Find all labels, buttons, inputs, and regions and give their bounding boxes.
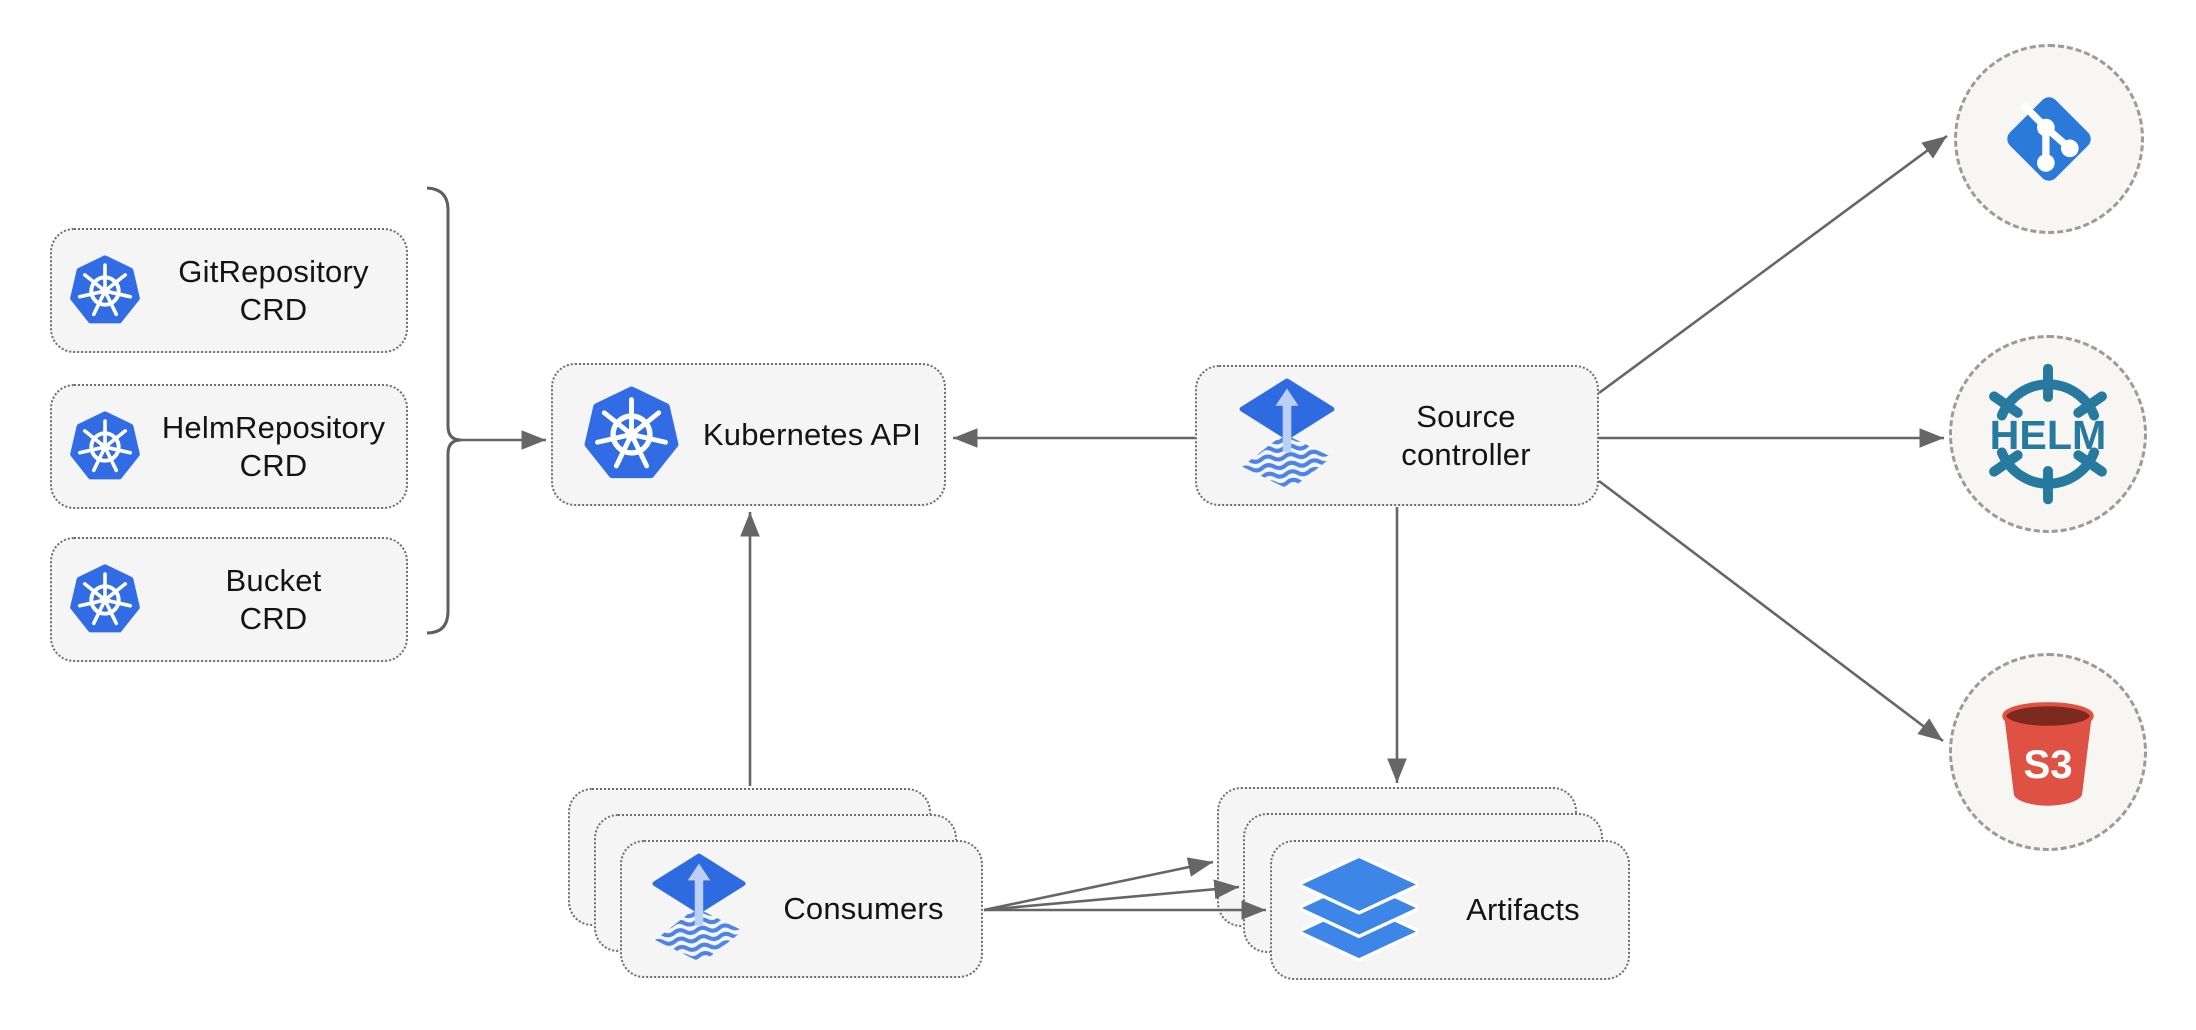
endpoint-git	[1954, 44, 2144, 234]
node-label-consumers: Consumers	[783, 891, 944, 926]
kubernetes-icon	[583, 386, 680, 483]
flux-icon	[652, 853, 746, 966]
s3-logo-text: S3	[2023, 742, 2072, 787]
endpoint-s3: S3	[1949, 653, 2147, 851]
flux-icon	[1239, 378, 1335, 493]
node-gitrepository-crd: GitRepository CRD	[50, 228, 408, 353]
helm-logo-text: HELM	[1990, 412, 2107, 458]
node-source-controller: Source controller	[1195, 365, 1599, 506]
arrow-consumers-to-artifacts-2	[983, 879, 1240, 912]
git-icon	[2007, 97, 2091, 181]
node-label-gitrepository-crd: GitRepository CRD	[178, 253, 369, 327]
node-label-artifacts: Artifacts	[1466, 892, 1580, 927]
crd-group-brace	[426, 186, 462, 635]
node-label-kubernetes-api: Kubernetes API	[702, 416, 922, 452]
node-kubernetes-api: Kubernetes API	[551, 363, 946, 506]
arrow-consumers-to-artifacts-1	[983, 857, 1214, 912]
kubernetes-icon	[69, 255, 141, 327]
s3-bucket-icon: S3	[2002, 702, 2094, 806]
node-consumers: Consumers	[620, 840, 983, 978]
helm-icon: HELM	[1989, 363, 2107, 505]
node-bucket-crd: Bucket CRD	[50, 537, 408, 662]
endpoint-helm: HELM	[1949, 335, 2147, 533]
node-label-source-controller: Source controller	[1401, 398, 1531, 472]
arrow-source-to-s3	[1598, 479, 1944, 743]
kubernetes-icon	[69, 564, 141, 636]
node-label-bucket-crd: Bucket CRD	[225, 562, 322, 636]
node-artifacts: Artifacts	[1270, 840, 1630, 980]
layers-icon	[1300, 858, 1418, 962]
node-helmrepository-crd: HelmRepository CRD	[50, 384, 408, 509]
kubernetes-icon	[69, 411, 141, 483]
arrow-source-to-git	[1598, 134, 1948, 395]
node-label-helmrepository-crd: HelmRepository CRD	[161, 409, 386, 483]
